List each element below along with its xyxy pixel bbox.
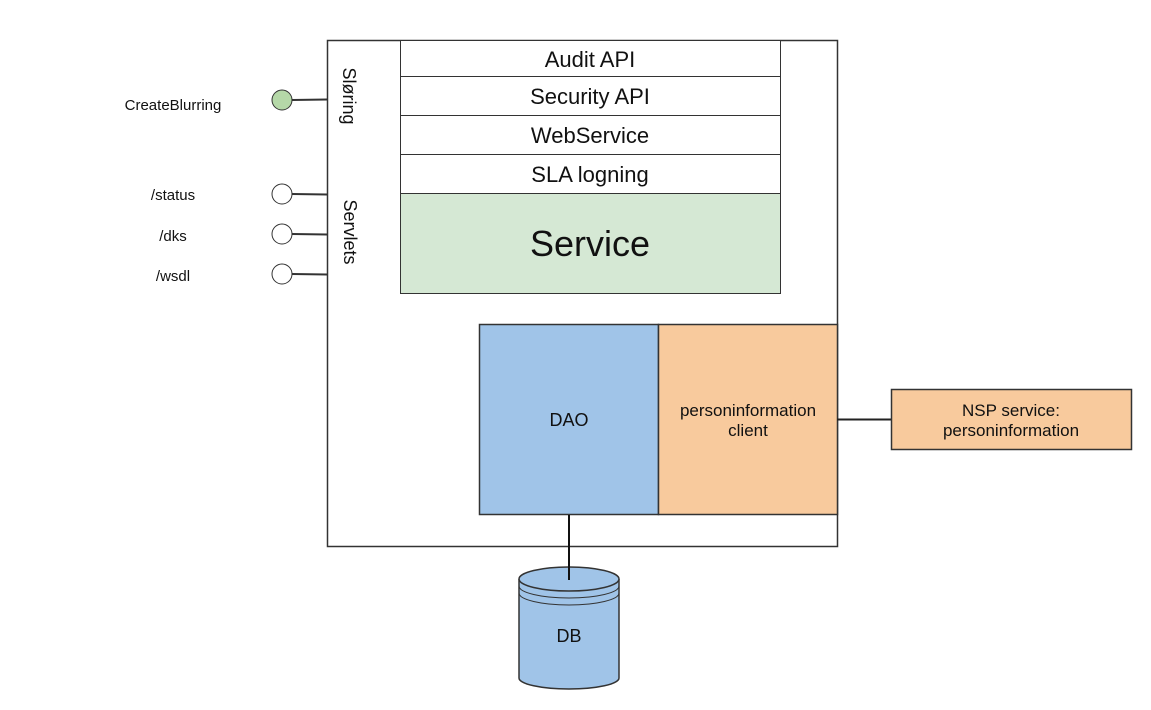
layer-label: Audit API [545, 47, 636, 72]
interface-label: /dks [159, 228, 187, 245]
interface-status[interactable]: /status [151, 183, 328, 205]
service-box[interactable]: Service [400, 193, 781, 294]
layer-webservice[interactable]: WebService [400, 115, 781, 155]
interface-createblurring[interactable]: CreateBlurring [125, 89, 328, 114]
layer-label: Security API [530, 84, 650, 109]
personinformation-client-box[interactable]: personinformation client [657, 323, 839, 516]
interface-label: /status [151, 187, 195, 204]
layer-sla-logning[interactable]: SLA logning [400, 154, 781, 194]
database-label: DB [556, 626, 581, 646]
dao-label: DAO [549, 410, 588, 430]
database-cylinder[interactable]: DB [518, 566, 620, 690]
interface-lollipop-icon [271, 223, 293, 245]
layer-security-api[interactable]: Security API [400, 76, 781, 116]
nsp-service-box[interactable]: NSP service: personinformation [890, 388, 1133, 451]
layer-audit-api[interactable]: Audit API [400, 40, 781, 77]
nsp-label-line2: personinformation [943, 421, 1079, 440]
client-label-line1: personinformation [680, 401, 816, 420]
interface-dks[interactable]: /dks [159, 223, 328, 245]
interface-label: CreateBlurring [125, 97, 222, 114]
interface-label: /wsdl [156, 268, 190, 285]
interface-lollipop-icon [271, 183, 293, 205]
nsp-label-line1: NSP service: [962, 401, 1060, 420]
interface-lollipop-icon [271, 89, 293, 111]
client-label-line2: client [728, 421, 768, 440]
service-label: Service [530, 223, 650, 264]
interface-wsdl[interactable]: /wsdl [156, 263, 328, 285]
interface-lollipop-icon [271, 263, 293, 285]
layer-label: WebService [531, 123, 649, 148]
blurring-side-label: Sløring [339, 67, 359, 124]
layer-label: SLA logning [531, 162, 648, 187]
dao-box[interactable]: DAO [478, 323, 660, 516]
servlets-side-label: Servlets [340, 199, 360, 264]
